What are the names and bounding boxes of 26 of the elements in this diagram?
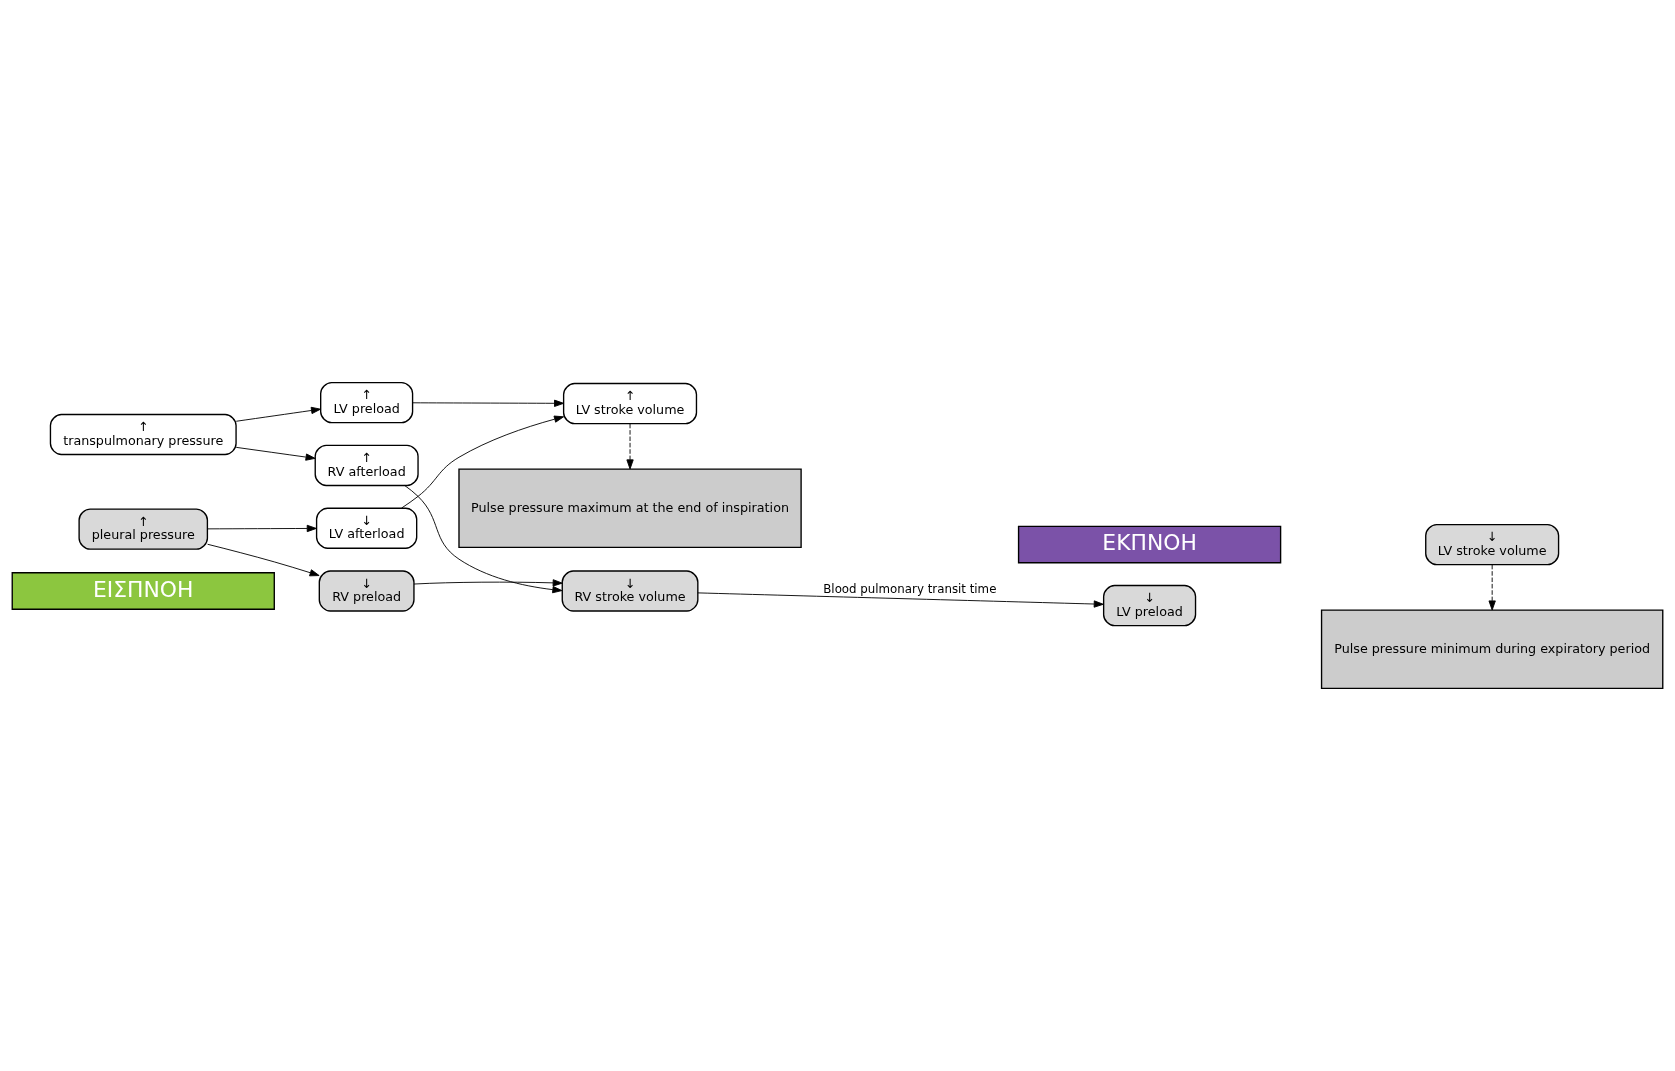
arrow: [235, 406, 321, 422]
arrow: [235, 446, 316, 461]
arrow: [413, 579, 563, 587]
node-box: ↓ RV preload: [318, 570, 415, 612]
node-box: ↓ RV stroke volume: [561, 570, 699, 612]
node-box: ΕΙΣΠΝΟΗ: [11, 572, 275, 610]
node-box: Pulse pressure minimum during expiratory period: [1320, 609, 1664, 690]
arrow: [626, 423, 634, 470]
arrow: [207, 524, 317, 533]
node-box: ↓ LV stroke volume: [1425, 523, 1560, 566]
node-box: ↓ LV afterload: [315, 507, 418, 549]
node-box: Pulse pressure maximum at the end of inspiration: [458, 468, 802, 548]
arrow: [412, 399, 565, 407]
node-box: ↑ transpulmonary pressure: [49, 413, 237, 456]
arrow: [207, 543, 320, 577]
arrow: [1488, 564, 1496, 611]
edge-label: Blood pulmonary transit time: [823, 582, 997, 597]
node-box: ↑ LV stroke volume: [562, 382, 698, 425]
arrow: [404, 485, 563, 594]
arrow: [401, 415, 565, 509]
node-box: ↑ LV preload: [320, 381, 414, 424]
node-box: ↑ pleural pressure: [78, 508, 209, 550]
node-box: ↓ LV preload: [1102, 584, 1197, 627]
arrow: [697, 592, 1104, 608]
node-box: ΕΚΠΝΟΗ: [1017, 525, 1282, 564]
node-box: ↑ RV afterload: [314, 444, 419, 487]
